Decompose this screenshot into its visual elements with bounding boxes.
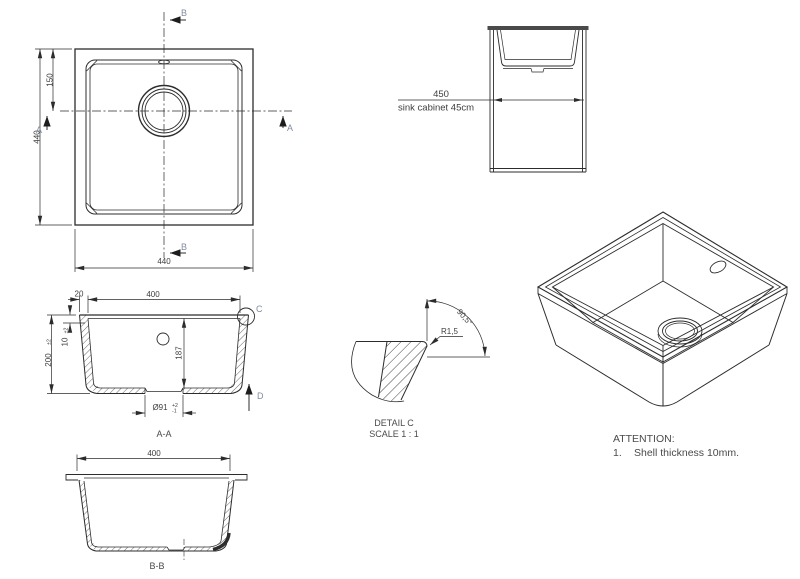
dim-drain-offset-150: 150 [46, 73, 55, 87]
sink-in-cabinet [496, 29, 580, 73]
drain-recess [144, 387, 184, 394]
section-bb [65, 454, 248, 560]
iso-view [536, 211, 789, 407]
dim-drain-tol-plus: +2 [172, 403, 178, 409]
dim-drain-diameter: Ø91 [152, 403, 168, 412]
detail-c-view [351, 298, 490, 403]
outer-profile-left [79, 314, 145, 394]
detail-radius: R1,5 [441, 327, 458, 336]
datum-letter-d: D [257, 391, 264, 401]
detail-angle: 90,5° [455, 307, 474, 327]
section-letter-a-left: A [36, 125, 42, 135]
attention-note-text: Shell thickness 10mm. [634, 447, 739, 459]
inner-profile-right [183, 318, 241, 389]
dim-shell-tol: ±2 [64, 328, 70, 334]
detail-boundary-arc [351, 341, 405, 403]
cabinet-view [398, 26, 589, 173]
rim-underside [537, 287, 788, 364]
overflow-hole-iso [709, 260, 727, 274]
top-view [35, 12, 292, 272]
section-letter-a-right: A [287, 123, 293, 133]
dim-cabinet-450: 450 [433, 89, 449, 100]
drain-iso [657, 317, 703, 348]
overflow-hole-section [156, 332, 170, 346]
detail-letter-c: C [256, 304, 263, 314]
inner-profile-left [87, 318, 145, 389]
dim-rim-20: 20 [75, 290, 84, 299]
section-hatch-left [79, 480, 167, 551]
cabinet-dimension [398, 98, 584, 102]
section-hatch-left [79, 315, 145, 394]
rim-outer-edge [536, 211, 789, 358]
section-bb-label: B-B [149, 561, 164, 571]
dim-height-200: 200 [44, 353, 53, 367]
detail-c-title: DETAIL C [374, 418, 414, 428]
rim-flanges [65, 474, 248, 481]
corner-chamfer-lines [86, 60, 242, 214]
section-letter-b-bottom: B [181, 242, 187, 252]
outer-wall-line [378, 341, 388, 398]
section-aa-dimension-lines [47, 295, 241, 417]
section-aa-label: A-A [156, 429, 171, 439]
inner-profile [83, 480, 230, 548]
dim-depth-187: 187 [175, 346, 184, 360]
body-walls [537, 293, 788, 407]
outer-profile [78, 479, 235, 552]
section-letter-b-top: B [181, 8, 187, 18]
dim-inner-width-400-bb: 400 [147, 449, 161, 458]
detail-hatch [378, 341, 427, 402]
dim-height-440: 440 [33, 130, 42, 144]
countertop [487, 26, 589, 30]
dim-drain-tol-minus: -1 [172, 409, 177, 415]
detail-c-circle [237, 307, 255, 326]
attention-title: ATTENTION: [613, 433, 675, 445]
cabinet-walls [489, 30, 587, 173]
detail-c-dimension-lines [424, 298, 490, 358]
bowl-corner-edges [552, 223, 774, 362]
section-hatch-right [185, 480, 234, 551]
detail-c-scale: SCALE 1 : 1 [369, 429, 419, 439]
section-aa [47, 295, 255, 417]
rim-top-and-inner-wall [356, 341, 428, 401]
attention-note-number: 1. [613, 447, 622, 459]
cabinet-caption: sink cabinet 45cm [398, 103, 474, 114]
dim-shell-10: 10 [61, 337, 70, 346]
dim-height-tol: ±2 [47, 339, 53, 345]
corner-thick-section [212, 532, 231, 552]
outer-profile-right [183, 314, 249, 394]
dim-width-440: 440 [157, 257, 171, 266]
section-hatch-right [183, 315, 249, 394]
dim-inner-width-400: 400 [146, 290, 160, 299]
section-bb-dimension-lines [76, 454, 231, 471]
top-view-dimension-lines [35, 48, 254, 272]
drain-recess [166, 546, 186, 551]
